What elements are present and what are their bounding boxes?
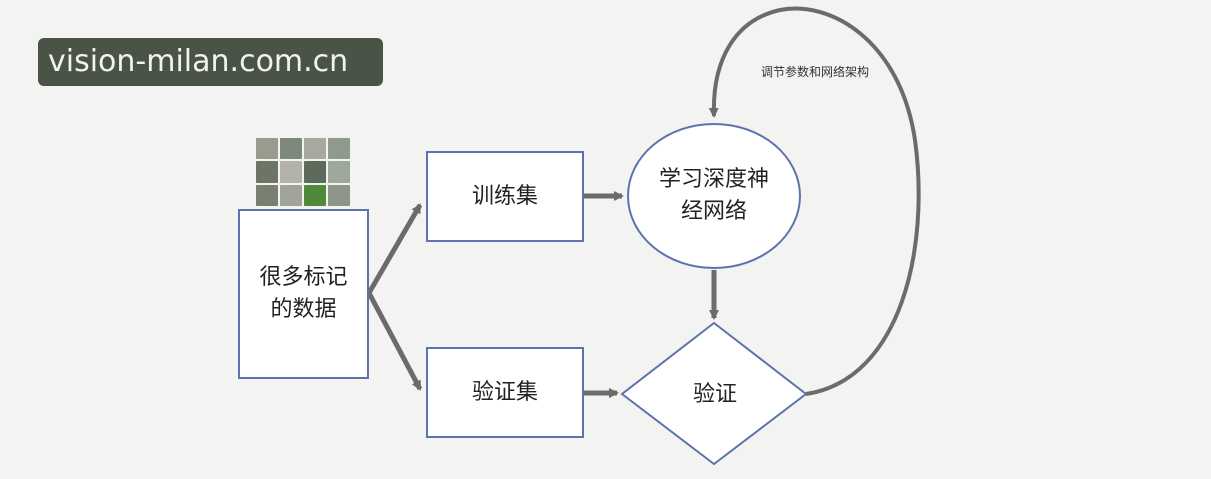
thumbnail-image — [256, 184, 278, 206]
learn-network-ellipse: 学习深度神经网络 — [627, 123, 801, 269]
training-set-label: 训练集 — [471, 183, 538, 209]
edge-feedback-loop — [708, 6, 921, 396]
thumbnail-image — [328, 138, 350, 160]
thumbnail-image — [280, 138, 302, 160]
thumbnail-image — [256, 138, 278, 160]
thumbnail-image — [256, 161, 278, 183]
thumbnail-image — [280, 161, 302, 183]
labeled-data-label: 很多标记的数据 — [259, 265, 348, 322]
learn-network-label: 学习深度神经网络 — [658, 167, 769, 224]
validation-set-box: 验证集 — [426, 347, 584, 438]
edge-data-to-val — [366, 291, 423, 391]
thumbnail-image — [304, 161, 326, 183]
labeled-data-box: 很多标记的数据 — [238, 209, 369, 379]
validate-diamond — [620, 321, 808, 466]
validate-label: 验证 — [692, 382, 737, 407]
thumbnail-image — [328, 161, 350, 183]
image-thumbnails — [256, 138, 350, 206]
thumbnail-image — [304, 138, 326, 160]
thumbnail-image — [328, 184, 350, 206]
edge-data-to-train — [366, 203, 423, 295]
thumbnail-image — [304, 184, 326, 206]
feedback-loop-label: 调节参数和网络架构 — [760, 65, 869, 79]
training-set-box: 训练集 — [426, 151, 584, 242]
watermark: vision-milan.com.cn — [38, 38, 383, 86]
validation-set-label: 验证集 — [471, 379, 538, 405]
thumbnail-image — [280, 184, 302, 206]
